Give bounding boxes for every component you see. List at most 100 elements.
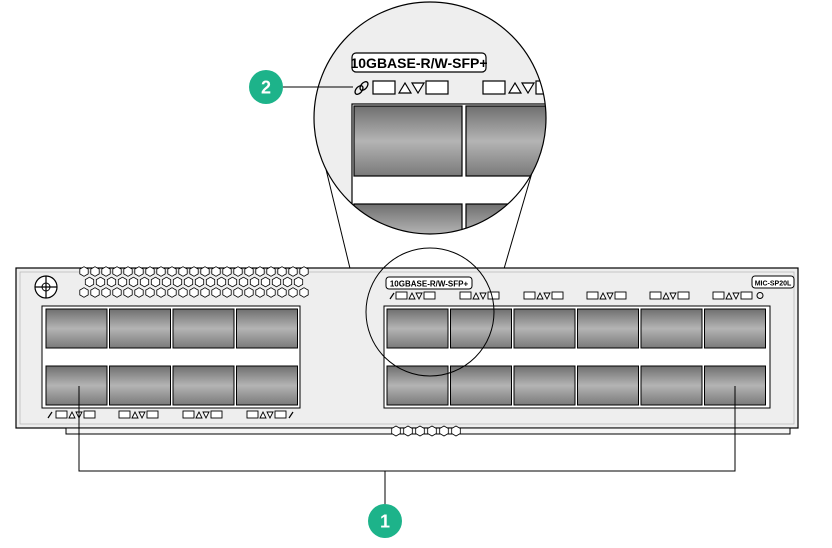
top-led-indicators xyxy=(389,291,764,301)
up-triangle-icon xyxy=(725,291,733,300)
vent-hole xyxy=(255,266,265,277)
vent-hole xyxy=(222,287,232,298)
vent-hole xyxy=(266,266,276,277)
vent-hole xyxy=(238,276,249,288)
vent-hole xyxy=(233,287,243,298)
led-indicator xyxy=(487,291,500,300)
sfp-port xyxy=(640,365,703,406)
panel-port-type-label-box xyxy=(385,276,473,290)
up-triangle-icon xyxy=(397,81,413,94)
led-indicator xyxy=(246,410,259,419)
vent-hole xyxy=(145,266,155,277)
vent-hole xyxy=(391,425,401,437)
vent-hole xyxy=(271,276,282,288)
up-triangle-icon xyxy=(195,410,203,419)
down-triangle-icon xyxy=(669,292,677,301)
ventilation-holes xyxy=(79,266,309,298)
down-triangle-icon xyxy=(202,411,210,420)
led-indicator xyxy=(614,291,627,300)
vent-hole xyxy=(167,266,177,277)
vent-hole xyxy=(255,287,265,298)
link-icon xyxy=(354,81,369,95)
vent-hole xyxy=(156,266,166,277)
link-icon xyxy=(47,411,53,419)
sfp-port xyxy=(450,308,512,349)
vent-hole xyxy=(90,266,100,277)
vent-hole xyxy=(183,276,194,288)
vent-hole xyxy=(277,287,287,298)
led-indicator xyxy=(649,291,662,300)
led-indicator xyxy=(118,410,131,419)
vent-hole xyxy=(189,266,199,277)
up-triangle-icon xyxy=(131,410,139,419)
led-indicator xyxy=(210,410,223,419)
vent-hole xyxy=(134,266,144,277)
vent-hole xyxy=(266,287,276,298)
sfp-port xyxy=(450,365,512,406)
down-triangle-icon xyxy=(266,411,274,420)
sfp-port xyxy=(513,308,576,349)
led-indicator xyxy=(712,291,725,300)
down-triangle-icon xyxy=(138,411,146,420)
callout-1-badge: 1 xyxy=(368,504,402,538)
front-panel: 10GBASE-R/W-SFP+ MIC-SP20L xyxy=(15,247,799,437)
sfp-port xyxy=(386,308,449,349)
vent-hole xyxy=(216,276,227,288)
led-indicator xyxy=(182,410,195,419)
vent-hole xyxy=(249,276,260,288)
sfp-port xyxy=(640,308,703,349)
vent-hole xyxy=(211,266,221,277)
vent-hole xyxy=(299,266,309,277)
vent-hole xyxy=(427,425,437,437)
status-icon xyxy=(756,292,764,299)
zoom-port xyxy=(353,105,463,177)
vent-hole xyxy=(227,276,238,288)
magnifier-source-circle xyxy=(365,247,495,377)
sfp-port xyxy=(236,365,298,406)
callout-1-number: 1 xyxy=(380,512,390,532)
bottom-vent-holes xyxy=(391,425,461,437)
vent-hole xyxy=(90,287,100,298)
vent-hole xyxy=(293,276,304,288)
sfp-port xyxy=(704,308,766,349)
panel-screw-icon xyxy=(34,275,58,299)
panel-port-type-label: 10GBASE-R/W-SFP+ xyxy=(390,280,469,289)
sfp-port xyxy=(172,365,235,406)
vent-hole xyxy=(244,266,254,277)
up-triangle-icon xyxy=(507,81,523,94)
vent-hole xyxy=(161,276,172,288)
callout-2-badge: 2 xyxy=(249,70,283,104)
down-triangle-icon xyxy=(543,292,551,301)
left-port-block xyxy=(45,308,298,406)
link-icon xyxy=(389,292,395,300)
vent-hole xyxy=(451,425,461,437)
vent-hole xyxy=(299,287,309,298)
vent-hole xyxy=(403,425,413,437)
vent-hole xyxy=(178,287,188,298)
down-triangle-icon xyxy=(479,292,487,301)
sfp-port xyxy=(109,365,171,406)
model-label-box xyxy=(751,275,795,289)
vent-hole xyxy=(205,276,216,288)
vent-hole xyxy=(101,287,111,298)
model-label: MIC-SP20L xyxy=(755,281,792,288)
vent-hole xyxy=(277,266,287,277)
vent-hole xyxy=(123,287,133,298)
zoom-port-type-label-box xyxy=(351,52,487,73)
vent-hole xyxy=(95,276,106,288)
magnifier-zoom: 10GBASE-R/W-SFP+ xyxy=(313,1,547,235)
right-port-block xyxy=(386,308,766,406)
zoom-led-indicators xyxy=(354,80,546,95)
down-triangle-icon xyxy=(415,292,423,301)
down-triangle-icon xyxy=(732,292,740,301)
sfp-port xyxy=(577,365,639,406)
vent-hole xyxy=(288,287,298,298)
vent-hole xyxy=(134,287,144,298)
vent-hole xyxy=(106,276,117,288)
link-icon xyxy=(288,411,294,419)
vent-hole xyxy=(172,276,183,288)
vent-hole xyxy=(79,287,89,298)
vent-hole xyxy=(244,287,254,298)
vent-hole xyxy=(415,425,425,437)
